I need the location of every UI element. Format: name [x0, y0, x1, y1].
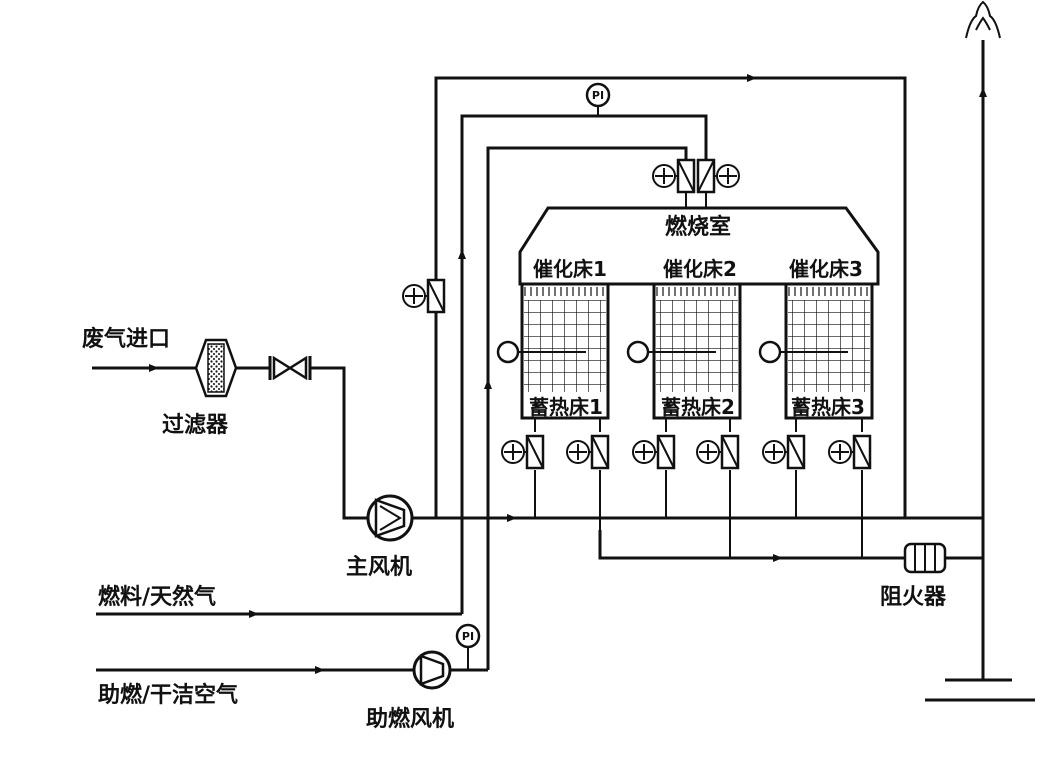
main-fan-label: 主风机 — [346, 555, 412, 580]
regenerator-bed-2: 蓄热床2 — [626, 282, 742, 420]
control-valve-icon — [631, 434, 676, 470]
regen-bed-1-label: 蓄热床1 — [529, 395, 603, 419]
catalyst-bed-3-label: 催化床3 — [789, 257, 863, 281]
switching-valves — [500, 434, 872, 470]
combustion-chamber: 燃烧室 催化床1 催化床2 催化床3 — [518, 206, 880, 286]
regen-bed-2-label: 蓄热床2 — [661, 395, 735, 419]
regenerator-bed-3: 蓄热床3 — [758, 282, 874, 420]
main-fan-icon — [366, 494, 414, 542]
combustion-fan-label: 助燃风机 — [366, 706, 454, 732]
pressure-gauge-icon: PI — [455, 623, 481, 649]
gate-valve-icon — [268, 355, 312, 381]
svg-text:PI: PI — [592, 89, 604, 102]
control-valve-icon — [500, 434, 545, 470]
filter-label: 过滤器 — [162, 413, 229, 438]
combustion-air-label: 助燃/干洁空气 — [98, 682, 238, 708]
svg-text:PI: PI — [462, 630, 474, 643]
catalyst-bed-1-label: 催化床1 — [533, 257, 607, 281]
flame-arrester-icon — [903, 542, 947, 574]
catalyst-bed-2-label: 催化床2 — [663, 257, 737, 281]
waste-gas-inlet-label: 废气进口 — [82, 326, 170, 352]
pipe-network — [92, 40, 1035, 702]
control-valve-icon — [401, 278, 446, 314]
pressure-gauge-icon: PI — [585, 82, 611, 108]
control-valve-icon — [827, 434, 872, 470]
combustion-chamber-label: 燃烧室 — [665, 214, 731, 240]
control-valve-icon — [695, 434, 740, 470]
combustion-fan-icon — [412, 650, 452, 690]
control-valve-icon — [761, 434, 806, 470]
stack-flame-icon — [965, 0, 1001, 39]
regen-bed-3-label: 蓄热床3 — [791, 395, 865, 419]
control-valve-icon — [565, 434, 610, 470]
control-valve-icon — [651, 158, 696, 194]
regenerator-bed-1: 蓄热床1 — [496, 282, 610, 420]
flame-arrester-label: 阻火器 — [880, 585, 947, 610]
fuel-label: 燃料/天然气 — [98, 584, 216, 610]
filter-icon — [194, 338, 238, 398]
control-valve-icon — [696, 158, 741, 194]
